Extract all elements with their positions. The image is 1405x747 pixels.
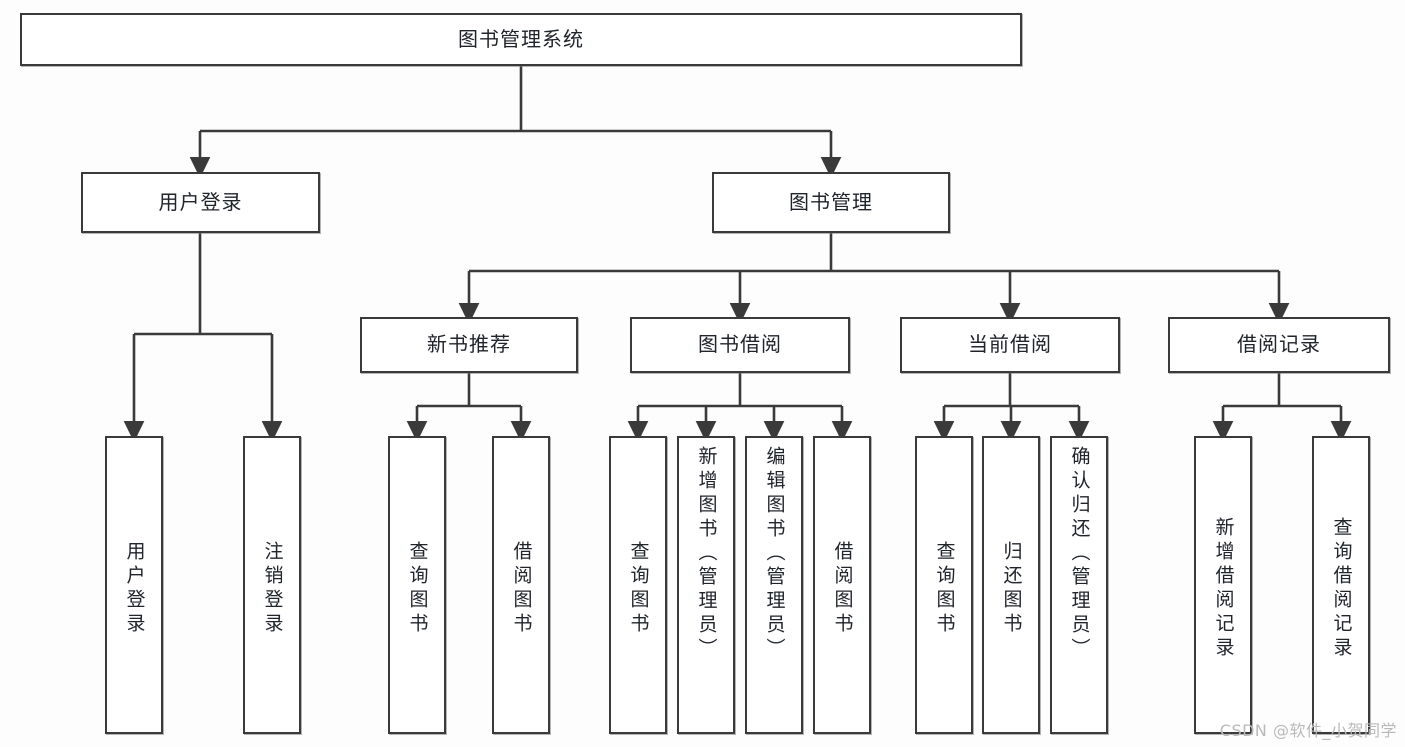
leaf-record-query-record-label: 查询借阅记录	[1330, 517, 1353, 661]
leaf-current-confirm-return-admin-label: 确认归还（管理员）	[1068, 446, 1091, 662]
node-new-book-recommend[interactable]: 新书推荐	[360, 317, 578, 373]
node-current-borrow[interactable]: 当前借阅	[900, 317, 1120, 373]
leaf-borrow-query-book-label: 查询图书	[627, 541, 650, 637]
leaf-user-login-signout[interactable]: 注销登录	[243, 436, 301, 734]
node-book-borrow[interactable]: 图书借阅	[630, 317, 850, 373]
leaf-recommend-borrow-book-label: 借阅图书	[510, 541, 533, 637]
node-borrow-record[interactable]: 借阅记录	[1168, 317, 1390, 373]
node-book-management[interactable]: 图书管理	[712, 172, 950, 233]
leaf-borrow-edit-book-admin[interactable]: 编辑图书（管理员）	[745, 436, 803, 734]
node-current-borrow-label: 当前借阅	[968, 332, 1052, 357]
leaf-current-return-book-label: 归还图书	[1000, 541, 1023, 637]
node-new-book-recommend-label: 新书推荐	[427, 332, 511, 357]
leaf-recommend-borrow-book[interactable]: 借阅图书	[492, 436, 550, 734]
leaf-user-login-signin-label: 用户登录	[123, 541, 146, 637]
leaf-borrow-query-book[interactable]: 查询图书	[609, 436, 667, 734]
node-user-login-label: 用户登录	[158, 189, 243, 214]
leaf-current-return-book[interactable]: 归还图书	[982, 436, 1040, 734]
leaf-borrow-edit-book-admin-label: 编辑图书（管理员）	[763, 446, 786, 662]
csdn-watermark: CSDN @软件_小贺同学	[1219, 721, 1397, 740]
leaf-recommend-query-book-label: 查询图书	[406, 541, 429, 637]
node-root-system-label: 图书管理系统	[458, 26, 584, 51]
node-root-system[interactable]: 图书管理系统	[20, 13, 1022, 66]
leaf-record-add-record-label: 新增借阅记录	[1212, 517, 1235, 661]
leaf-current-query-book-label: 查询图书	[933, 541, 956, 637]
leaf-borrow-borrow-book[interactable]: 借阅图书	[813, 436, 871, 734]
leaf-current-confirm-return-admin[interactable]: 确认归还（管理员）	[1050, 436, 1108, 734]
leaf-recommend-query-book[interactable]: 查询图书	[388, 436, 446, 734]
leaf-current-query-book[interactable]: 查询图书	[915, 436, 973, 734]
leaf-borrow-add-book-admin[interactable]: 新增图书（管理员）	[677, 436, 735, 734]
leaf-record-add-record[interactable]: 新增借阅记录	[1194, 436, 1252, 734]
node-user-login[interactable]: 用户登录	[81, 172, 320, 233]
leaf-user-login-signin[interactable]: 用户登录	[105, 436, 163, 734]
leaf-borrow-borrow-book-label: 借阅图书	[831, 541, 854, 637]
node-borrow-record-label: 借阅记录	[1237, 332, 1321, 357]
node-book-borrow-label: 图书借阅	[698, 332, 782, 357]
leaf-user-login-signout-label: 注销登录	[261, 541, 284, 637]
leaf-record-query-record[interactable]: 查询借阅记录	[1312, 436, 1370, 734]
node-book-management-label: 图书管理	[789, 189, 873, 214]
leaf-borrow-add-book-admin-label: 新增图书（管理员）	[695, 446, 718, 662]
